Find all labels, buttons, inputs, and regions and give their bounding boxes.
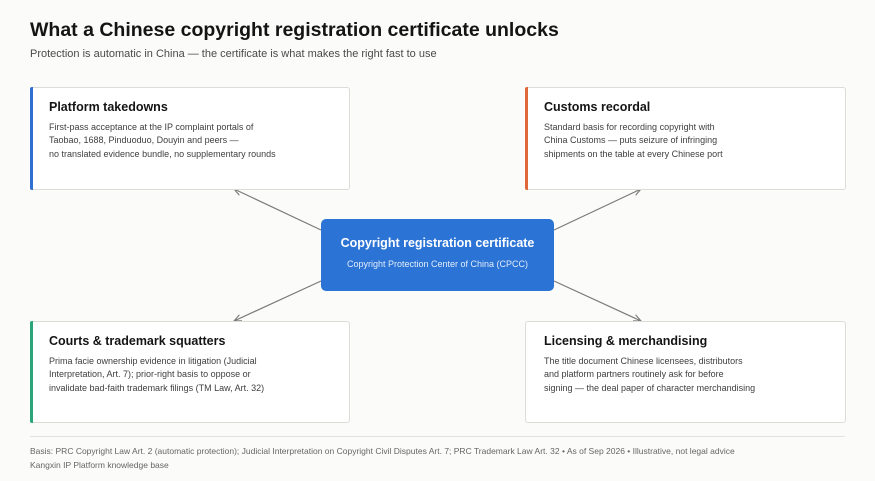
hub-title: Copyright registration certificate <box>340 236 535 250</box>
card-line: Taobao, 1688, Pinduoduo, Douyin and peer… <box>49 135 239 146</box>
hub-subtitle: Copyright Protection Center of China (CP… <box>346 259 529 269</box>
page-title: What a Chinese copyright registration ce… <box>30 19 559 41</box>
card-courts-trademark-squatters: Courts & trademark squatters Prima facie… <box>30 321 350 423</box>
card-description: Prima facie ownership evidence in litiga… <box>49 355 264 395</box>
card-line: Prima facie ownership evidence in litiga… <box>49 356 257 366</box>
accent-bar <box>30 321 33 423</box>
card-title: Customs recordal <box>544 100 651 114</box>
arrow-to-platform-takedowns <box>234 189 322 231</box>
card-customs-recordal: Customs recordal Standard basis for reco… <box>525 87 846 190</box>
card-description: Standard basis for recording copyright w… <box>544 121 723 161</box>
footer-divider <box>30 436 845 437</box>
card-title: Licensing & merchandising <box>544 334 708 348</box>
card-line: no translated evidence bundle, no supple… <box>49 148 276 159</box>
footer-source: Kangxin IP Platform knowledge base <box>30 460 169 470</box>
card-line: signing — the deal paper of character me… <box>544 382 756 393</box>
hub-certificate: Copyright registration certificate Copyr… <box>321 219 554 291</box>
card-title: Courts & trademark squatters <box>49 334 226 348</box>
arrow-to-customs-recordal <box>553 189 641 231</box>
card-title: Platform takedowns <box>49 100 168 114</box>
card-description: First-pass acceptance at the IP complain… <box>49 121 276 161</box>
card-line: Interpretation, Art. 7); prior-right bas… <box>49 369 251 380</box>
card-line: First-pass acceptance at the IP complain… <box>49 122 254 132</box>
page-subtitle: Protection is automatic in China — the c… <box>30 48 437 60</box>
arrow-to-courts <box>234 280 322 321</box>
card-line: and platform partners routinely ask for … <box>544 369 724 380</box>
card-line: China Customs — puts seizure of infringi… <box>544 135 718 146</box>
arrow-to-licensing <box>553 280 641 321</box>
card-line: shipments on the table at every Chinese … <box>544 148 723 159</box>
card-line: invalidate bad-faith trademark filings (… <box>49 382 265 393</box>
card-platform-takedowns: Platform takedowns First-pass acceptance… <box>30 87 350 190</box>
card-line: The title document Chinese licensees, di… <box>544 356 743 366</box>
accent-bar <box>30 87 33 190</box>
accent-bar <box>525 87 528 190</box>
footer-basis: Basis: PRC Copyright Law Art. 2 (automat… <box>30 446 735 456</box>
card-line: Standard basis for recording copyright w… <box>544 122 715 132</box>
card-licensing-merchandising: Licensing & merchandising The title docu… <box>525 321 846 423</box>
card-description: The title document Chinese licensees, di… <box>544 355 755 395</box>
